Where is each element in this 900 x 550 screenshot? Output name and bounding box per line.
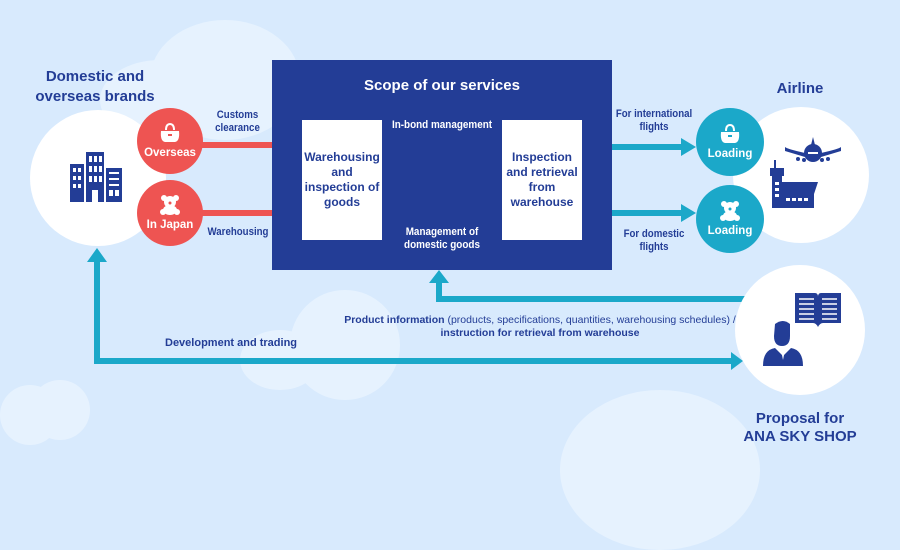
overseas-circle: Overseas	[137, 108, 203, 174]
shop-title-line1: Proposal for	[755, 410, 845, 427]
arrow-dom-flights	[582, 204, 696, 222]
office-building-icon	[70, 152, 122, 202]
loading-intl-circle: Loading	[696, 108, 764, 176]
cloud	[30, 380, 90, 440]
domestic-goods-line1: Management of	[405, 226, 479, 238]
customs-clearance-label: Customs clearance	[205, 109, 271, 135]
overseas-label: Overseas	[144, 147, 196, 159]
brands-title: Domestic and overseas brands	[20, 67, 170, 107]
control-tower-icon	[770, 160, 818, 208]
intl-line1: For international	[615, 108, 693, 120]
customs-line2: clearance	[215, 122, 260, 134]
airline-title: Airline	[776, 80, 824, 97]
loading-domestic-circle: Loading	[696, 185, 764, 253]
teddy-bear-icon	[720, 201, 740, 221]
in-japan-circle: In Japan	[137, 180, 203, 246]
shop-circle	[735, 265, 865, 395]
handbag-icon	[160, 123, 180, 142]
loading-domestic-label: Loading	[707, 225, 753, 237]
product-info-bold: Product information	[344, 314, 445, 326]
arrow-development	[87, 248, 743, 370]
loading-intl-label: Loading	[707, 148, 753, 160]
product-information-label: Product information (products, specifica…	[340, 314, 740, 340]
teddy-bear-icon	[160, 195, 180, 215]
intl-flights-label: For international flights	[612, 108, 696, 134]
scope-of-services-panel: Scope of our services Warehousing and in…	[272, 60, 612, 270]
brands-title-line1: Domestic and	[45, 68, 145, 85]
airplane-icon	[785, 137, 841, 162]
product-information-line2: instruction for retrieval from warehouse	[440, 327, 640, 339]
inspection-retrieval-text: Inspection and retrieval from warehouse	[506, 150, 578, 209]
person-icon	[763, 321, 803, 366]
shop-title: Proposal for ANA SKY SHOP	[740, 410, 860, 446]
handbag-icon	[720, 124, 740, 143]
arrow-intl-flights	[582, 138, 696, 156]
warehousing-inspection-box: Warehousing and inspection of goods	[302, 120, 382, 240]
in-bond-management-label: In-bond management	[391, 119, 493, 131]
in-japan-label: In Japan	[146, 219, 194, 231]
dom-line1: For domestic	[623, 228, 685, 240]
warehousing-inspection-text: Warehousing and inspection of goods	[304, 150, 380, 209]
inspection-retrieval-box: Inspection and retrieval from warehouse	[502, 120, 582, 240]
product-information-line1: Product information (products, specifica…	[340, 314, 740, 327]
domestic-goods-label: Management of domestic goods	[388, 226, 496, 252]
development-trading-label: Development and trading	[165, 337, 298, 349]
warehousing-label: Warehousing	[207, 226, 269, 238]
brands-title-line2: overseas brands	[35, 88, 155, 105]
scope-title: Scope of our services	[364, 77, 520, 94]
domestic-flights-label: For domestic flights	[612, 228, 696, 254]
product-info-detail: (products, specifications, quantities, w…	[447, 314, 736, 326]
dom-line2: flights	[639, 241, 669, 253]
domestic-goods-line2: domestic goods	[404, 239, 480, 251]
customs-line1: Customs	[216, 109, 259, 121]
shop-title-line2: ANA SKY SHOP	[743, 428, 857, 445]
open-book-icon	[795, 293, 841, 327]
intl-line2: flights	[639, 121, 669, 133]
arrow-product-info	[429, 270, 756, 302]
